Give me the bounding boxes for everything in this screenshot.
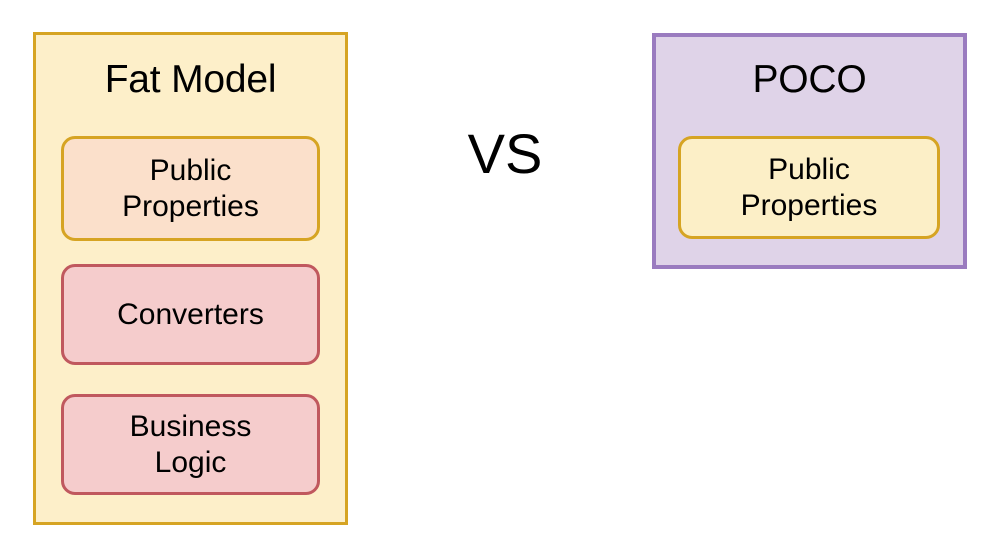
versus-separator-label: VS	[467, 122, 543, 185]
chip-fat-model-public-properties-label: Public Properties	[122, 153, 259, 223]
chip-fat-model-business-logic-label: Business Logic	[129, 409, 252, 479]
chip-fat-model-business-logic: Business Logic	[61, 394, 320, 495]
chip-poco-public-properties: Public Properties	[678, 136, 940, 239]
chip-fat-model-converters-label: Converters	[117, 297, 264, 331]
chip-fat-model-public-properties: Public Properties	[61, 136, 320, 241]
group-poco-title: POCO	[752, 58, 867, 101]
chip-poco-public-properties-label: Public Properties	[740, 152, 878, 222]
chip-fat-model-converters: Converters	[61, 264, 320, 365]
group-fat-model-title: Fat Model	[104, 58, 277, 101]
